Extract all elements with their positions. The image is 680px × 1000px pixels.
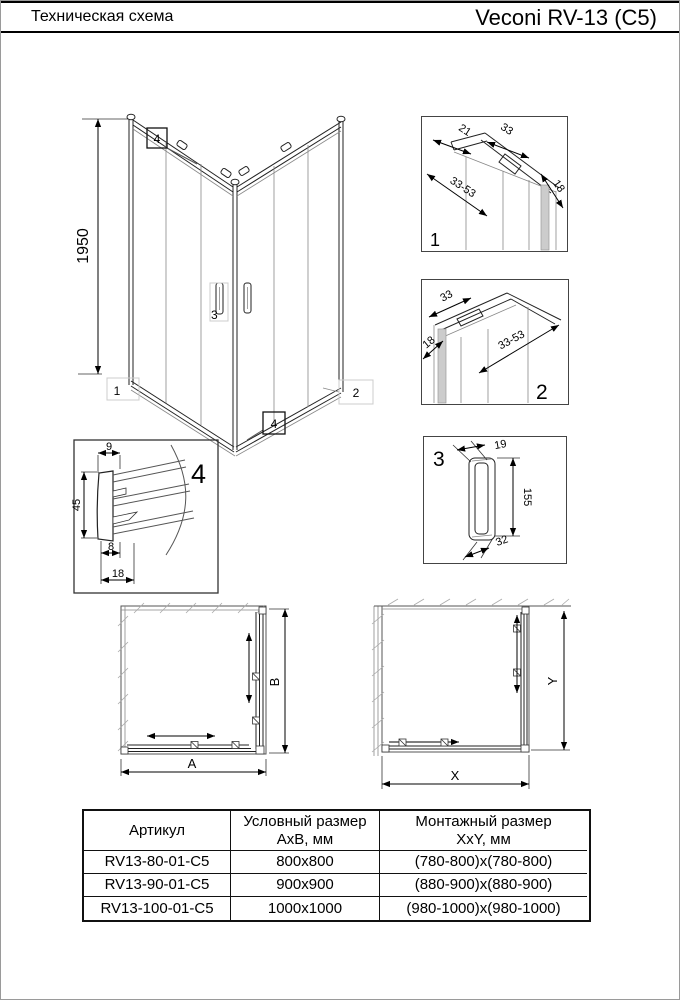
detail-4-drawing: 4 9 45 8 bbox=[71, 439, 219, 594]
dim-155: 155 bbox=[521, 488, 533, 506]
door-handles bbox=[215, 282, 252, 315]
size-table: Артикул Условный размер АхВ, мм Монтажны… bbox=[82, 809, 591, 922]
plan-a-doors bbox=[120, 606, 267, 755]
cell-article: RV13-80-01-C5 bbox=[84, 851, 231, 874]
dim-9: 9 bbox=[106, 441, 112, 453]
detail-4-zoom-arc bbox=[165, 444, 187, 556]
callout-3-label: 3 bbox=[211, 308, 218, 322]
col-header-mounting-size: Монтажный размер XxY, мм bbox=[380, 811, 587, 851]
detail-1-drawing: 21 33 33-53 18 1 bbox=[421, 116, 568, 252]
dim-18: 18 bbox=[550, 178, 567, 195]
plan-a-walls bbox=[117, 602, 267, 755]
plan-view-mounting-size: Y X bbox=[371, 598, 571, 789]
callout-1-label: 1 bbox=[114, 384, 121, 398]
col-mount-line2: XxY, мм bbox=[456, 830, 511, 848]
size-table-header-row: Артикул Условный размер АхВ, мм Монтажны… bbox=[84, 811, 589, 851]
dim-B-label: B bbox=[267, 678, 282, 687]
detail-2-drawing: 33 18 33-53 2 bbox=[421, 279, 569, 405]
col-size-line1: Условный размер bbox=[243, 812, 367, 830]
frame-posts bbox=[126, 113, 346, 450]
callout-4-bottom-label: 4 bbox=[271, 417, 278, 431]
plan-x-doors bbox=[381, 606, 530, 753]
table-row: RV13-90-01-C5 900x900 (880-900)x(880-900… bbox=[84, 874, 589, 897]
cell-size: 1000x1000 bbox=[231, 897, 380, 920]
table-row: RV13-100-01-C5 1000x1000 (980-1000)x(980… bbox=[84, 897, 589, 920]
callout-4-bottom: 4 bbox=[246, 411, 286, 441]
cell-article: RV13-100-01-C5 bbox=[84, 897, 231, 920]
page-top-border bbox=[1, 1, 679, 3]
plan-view-conditional-size: A B bbox=[117, 602, 289, 776]
col-size-line2: АхВ, мм bbox=[276, 830, 334, 848]
detail-2-profile bbox=[433, 292, 562, 404]
cell-mount: (780-800)x(780-800) bbox=[380, 851, 587, 874]
dim-X-label: X bbox=[451, 768, 460, 783]
detail-4-dimensions: 9 45 8 18 bbox=[71, 441, 135, 584]
callout-4-top: 4 bbox=[146, 127, 198, 165]
detail-3-label: 3 bbox=[433, 448, 445, 471]
detail-3-handle bbox=[468, 457, 496, 541]
detail-3-dimensions: 19 155 32 bbox=[452, 438, 533, 561]
top-rails bbox=[132, 119, 342, 197]
dim-33: 33 bbox=[438, 288, 454, 304]
dim-33-53: 33-53 bbox=[496, 328, 526, 352]
cell-mount: (880-900)x(880-900) bbox=[380, 874, 587, 897]
dim-A-label: A bbox=[188, 756, 197, 771]
detail-1-label: 1 bbox=[430, 230, 440, 250]
page-title: Техническая схема bbox=[31, 8, 174, 25]
col-header-article: Артикул bbox=[84, 811, 231, 851]
dim-1950-label: 1950 bbox=[75, 228, 92, 264]
detail-3-drawing: 3 19 155 32 bbox=[423, 436, 567, 564]
dim-32: 32 bbox=[494, 533, 510, 548]
dim-33: 33 bbox=[498, 121, 515, 138]
product-model-title: Veconi RV-13 (C5) bbox=[475, 5, 657, 30]
glass-panel-lines bbox=[165, 142, 309, 427]
callout-3: 3 bbox=[209, 282, 229, 322]
detail-4-label: 4 bbox=[191, 459, 206, 489]
cell-size: 800x800 bbox=[231, 851, 380, 874]
cell-mount: (980-1000)x(980-1000) bbox=[406, 899, 561, 917]
dim-21: 21 bbox=[456, 122, 473, 139]
col-mount-line1: Монтажный размер bbox=[415, 812, 552, 830]
cell-article: RV13-90-01-C5 bbox=[84, 874, 231, 897]
plan-a-dimensions: A B bbox=[120, 608, 289, 776]
dim-Y-label: Y bbox=[545, 676, 560, 685]
dim-33-53: 33-53 bbox=[448, 175, 478, 200]
bottom-rails bbox=[130, 380, 342, 457]
dim-19: 19 bbox=[493, 438, 507, 452]
callout-2-label: 2 bbox=[353, 386, 360, 400]
cell-size: 900x900 bbox=[231, 874, 380, 897]
main-axonometric-view: 1950 bbox=[75, 113, 374, 457]
callout-1: 1 bbox=[106, 377, 140, 401]
col-header-article-text: Артикул bbox=[129, 821, 185, 839]
plan-x-dimensions: Y X bbox=[381, 611, 570, 789]
plan-x-walls bbox=[371, 598, 571, 756]
header-divider bbox=[1, 31, 679, 33]
detail-4-profile bbox=[96, 459, 195, 542]
dim-18: 18 bbox=[112, 568, 124, 580]
detail-2-label: 2 bbox=[536, 381, 548, 404]
col-header-conditional-size: Условный размер АхВ, мм bbox=[231, 811, 380, 851]
callout-2: 2 bbox=[322, 379, 374, 405]
table-row: RV13-80-01-C5 800x800 (780-800)x(780-800… bbox=[84, 851, 589, 874]
plan-a-slide-arrows bbox=[147, 633, 253, 740]
dim-8: 8 bbox=[108, 541, 114, 553]
dim-45: 45 bbox=[71, 499, 83, 511]
dim-height-1950: 1950 bbox=[75, 118, 131, 375]
callout-4-top-label: 4 bbox=[154, 132, 161, 146]
